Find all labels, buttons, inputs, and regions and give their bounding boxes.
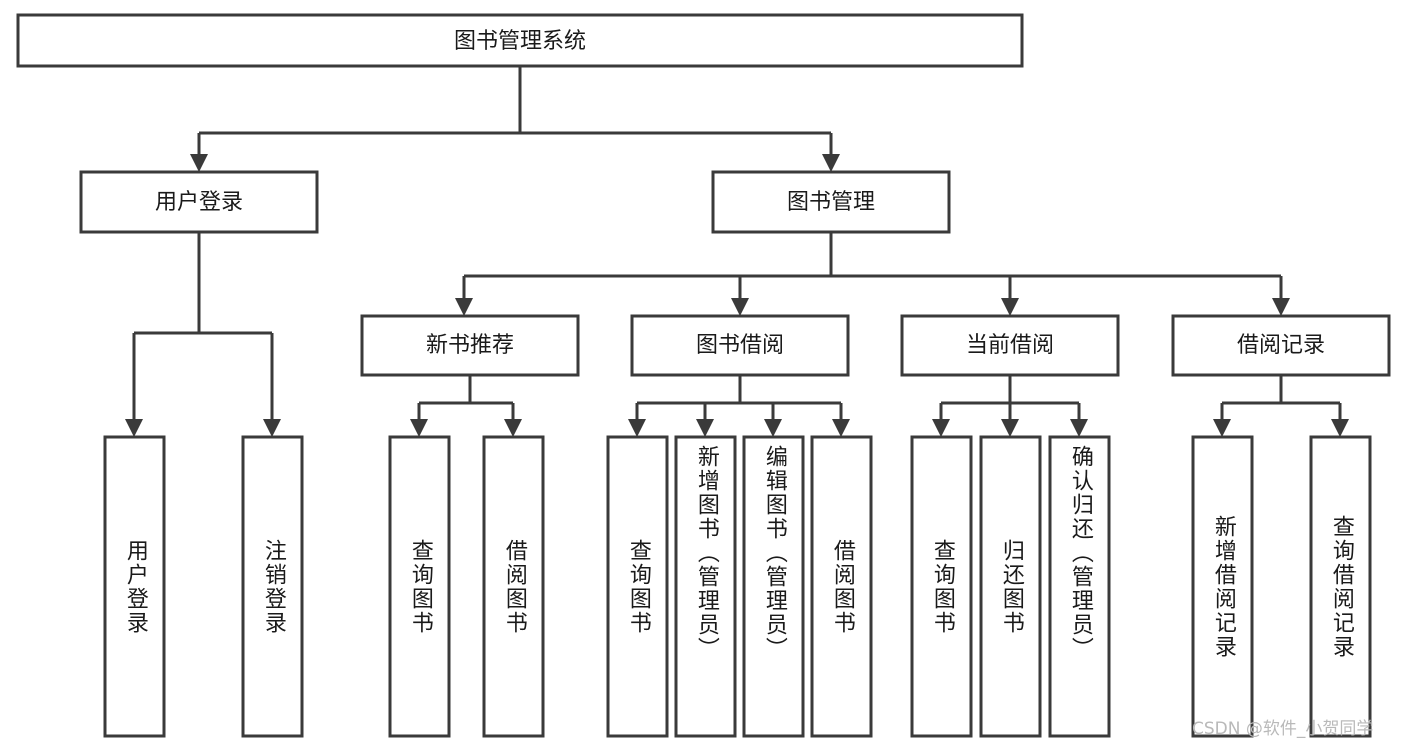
node-box-new-book-recommend[interactable]	[360, 314, 580, 377]
arrowhead-current-leaf2	[1001, 419, 1019, 437]
node-box-book-manage[interactable]	[711, 170, 951, 234]
node-box-leaf-add-borrow-record[interactable]	[1191, 435, 1254, 738]
arrowhead-current-leaf1	[932, 419, 950, 437]
node-label-new-book-recommend: 新书推荐	[426, 333, 514, 358]
node-box-leaf-borrow-book-1[interactable]	[482, 435, 545, 738]
node-box-leaf-query-book-3[interactable]	[910, 435, 973, 738]
node-box-current-borrow[interactable]	[900, 314, 1120, 377]
node-label-borrow-record: 借阅记录	[1237, 333, 1325, 358]
arrowhead-borrow-leaf1	[628, 419, 646, 437]
arrowhead-borrow-leaf4	[832, 419, 850, 437]
connector-group-newbook-to-leaves	[410, 375, 522, 437]
node-label-book-manage: 图书管理	[787, 190, 875, 215]
arrowhead-book-manage	[822, 154, 840, 172]
node-box-leaf-logout[interactable]	[241, 435, 304, 738]
arrowhead-leaf-logout	[263, 419, 281, 437]
arrowhead-borrow	[731, 298, 749, 316]
node-box-leaf-confirm-return-admin[interactable]	[1048, 435, 1111, 738]
node-box-leaf-query-book-2[interactable]	[606, 435, 669, 738]
arrowhead-record	[1272, 298, 1290, 316]
arrowhead-record-leaf2	[1331, 419, 1349, 437]
node-box-leaf-query-book-1[interactable]	[388, 435, 451, 738]
arrowhead-newbook-leaf2	[504, 419, 522, 437]
node-box-root[interactable]	[16, 13, 1024, 68]
node-box-leaf-edit-book-admin[interactable]	[742, 435, 805, 738]
arrowhead-newbook-leaf1	[410, 419, 428, 437]
node-box-leaf-add-book-admin[interactable]	[674, 435, 737, 738]
node-box-borrow-record[interactable]	[1171, 314, 1391, 377]
node-box-user-login[interactable]	[79, 170, 319, 234]
node-box-leaf-borrow-book-2[interactable]	[810, 435, 873, 738]
arrowhead-current-leaf3	[1070, 419, 1088, 437]
node-box-leaf-query-borrow-record[interactable]	[1309, 435, 1372, 738]
connector-group-record-to-leaves	[1213, 375, 1349, 437]
node-label-book-borrow: 图书借阅	[696, 333, 784, 358]
connector-group-bookmanage-to-level3	[455, 232, 1290, 316]
arrowhead-newbook	[455, 298, 473, 316]
node-label-user-login: 用户登录	[155, 190, 243, 215]
arrowhead-borrow-leaf3	[764, 419, 782, 437]
arrowhead-record-leaf1	[1213, 419, 1231, 437]
arrowhead-leaf-user-login	[125, 419, 143, 437]
node-label-root: 图书管理系统	[454, 29, 586, 54]
arrowhead-user-login	[190, 154, 208, 172]
node-box-leaf-user-login[interactable]	[103, 435, 166, 738]
connector-group-root-to-level2	[190, 66, 840, 172]
connector-group-borrow-to-leaves	[628, 375, 850, 437]
node-box-book-borrow[interactable]	[630, 314, 850, 377]
node-label-current-borrow: 当前借阅	[966, 333, 1054, 358]
node-box-leaf-return-book[interactable]	[979, 435, 1042, 738]
arrowhead-current	[1001, 298, 1019, 316]
watermark-text: CSDN @软件_小贺同学	[1192, 719, 1374, 739]
arrowhead-borrow-leaf2	[696, 419, 714, 437]
connector-group-current-to-leaves	[932, 375, 1088, 437]
connector-group-userlogin-to-leaves	[125, 232, 281, 437]
